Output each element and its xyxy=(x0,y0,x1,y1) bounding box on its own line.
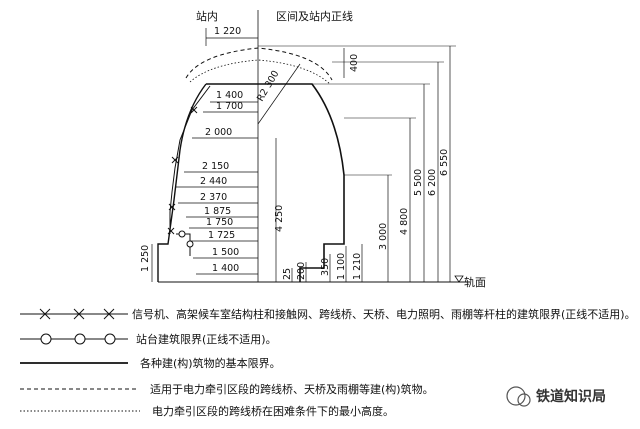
label-4250: 4 250 xyxy=(274,205,285,232)
watermark: 铁道知识局 xyxy=(506,386,606,407)
basic-clearance-outline xyxy=(258,83,345,282)
label-1210: 1 210 xyxy=(352,253,363,280)
label-2370: 2 370 xyxy=(200,192,227,203)
rail-surface-marker xyxy=(454,275,464,283)
legend-dotted-text: 电力牵引区段的跨线桥在困难条件下的最小高度。 xyxy=(152,404,394,418)
horizontal-dimension-lines xyxy=(176,101,258,275)
label-25: 25 xyxy=(282,268,293,280)
label-350: 350 xyxy=(320,258,331,276)
radius-line xyxy=(257,63,301,125)
label-1750: 1 750 xyxy=(206,217,233,228)
label-200: 200 xyxy=(296,262,307,280)
label-6550: 6 550 xyxy=(439,149,450,176)
label-2150: 2 150 xyxy=(202,161,229,172)
label-5500: 5 500 xyxy=(413,169,424,196)
legend-circle-text: 站台建筑限界(正线不适用)。 xyxy=(136,332,277,346)
label-1100: 1 100 xyxy=(336,253,347,280)
right-title: 区间及站内正线 xyxy=(276,9,353,23)
watermark-text: 铁道知识局 xyxy=(536,388,606,405)
dashed-dome-outline xyxy=(185,47,333,81)
legend: 信号机、高架候车室结构柱和接触网、跨线桥、天桥、电力照明、雨棚等杆柱的建筑限界(… xyxy=(20,307,636,418)
label-1400-top: 1 400 xyxy=(216,90,243,101)
label-1500: 1 500 xyxy=(212,247,239,258)
legend-circle-symbol xyxy=(20,333,128,345)
label-4800: 4 800 xyxy=(399,208,410,235)
label-1250: 1 250 xyxy=(140,245,151,272)
cross-clearance-line xyxy=(167,85,211,235)
wechat-icon xyxy=(506,386,526,406)
legend-cross-symbol xyxy=(20,308,128,320)
label-1400-bottom: 1 400 xyxy=(212,263,239,274)
label-1875: 1 875 xyxy=(204,206,231,217)
legend-solid-text: 各种建(构)筑物的基本限界。 xyxy=(140,356,281,370)
label-6200: 6 200 xyxy=(427,169,438,196)
label-radius: R2 300 xyxy=(255,69,281,104)
dotted-dome-outline xyxy=(189,59,331,85)
legend-cross-text: 信号机、高架候车室结构柱和接触网、跨线桥、天桥、电力照明、雨棚等杆柱的建筑限界(… xyxy=(132,307,636,321)
label-2440: 2 440 xyxy=(200,176,227,187)
dim-top-width: 1 220 xyxy=(206,26,258,39)
label-400: 400 xyxy=(349,54,360,72)
legend-dashed-text: 适用于电力牵引区段的跨线桥、天桥及雨棚等建(构)筑物。 xyxy=(150,382,434,396)
label-1700: 1 700 xyxy=(216,101,243,112)
rail-surface-label: 轨面 xyxy=(464,275,486,289)
label-top-width: 1 220 xyxy=(214,26,241,37)
label-1725: 1 725 xyxy=(208,230,235,241)
left-title: 站内 xyxy=(196,9,218,23)
circle-clearance-line xyxy=(176,230,194,256)
label-2000: 2 000 xyxy=(205,127,232,138)
label-3000: 3 000 xyxy=(378,223,389,250)
